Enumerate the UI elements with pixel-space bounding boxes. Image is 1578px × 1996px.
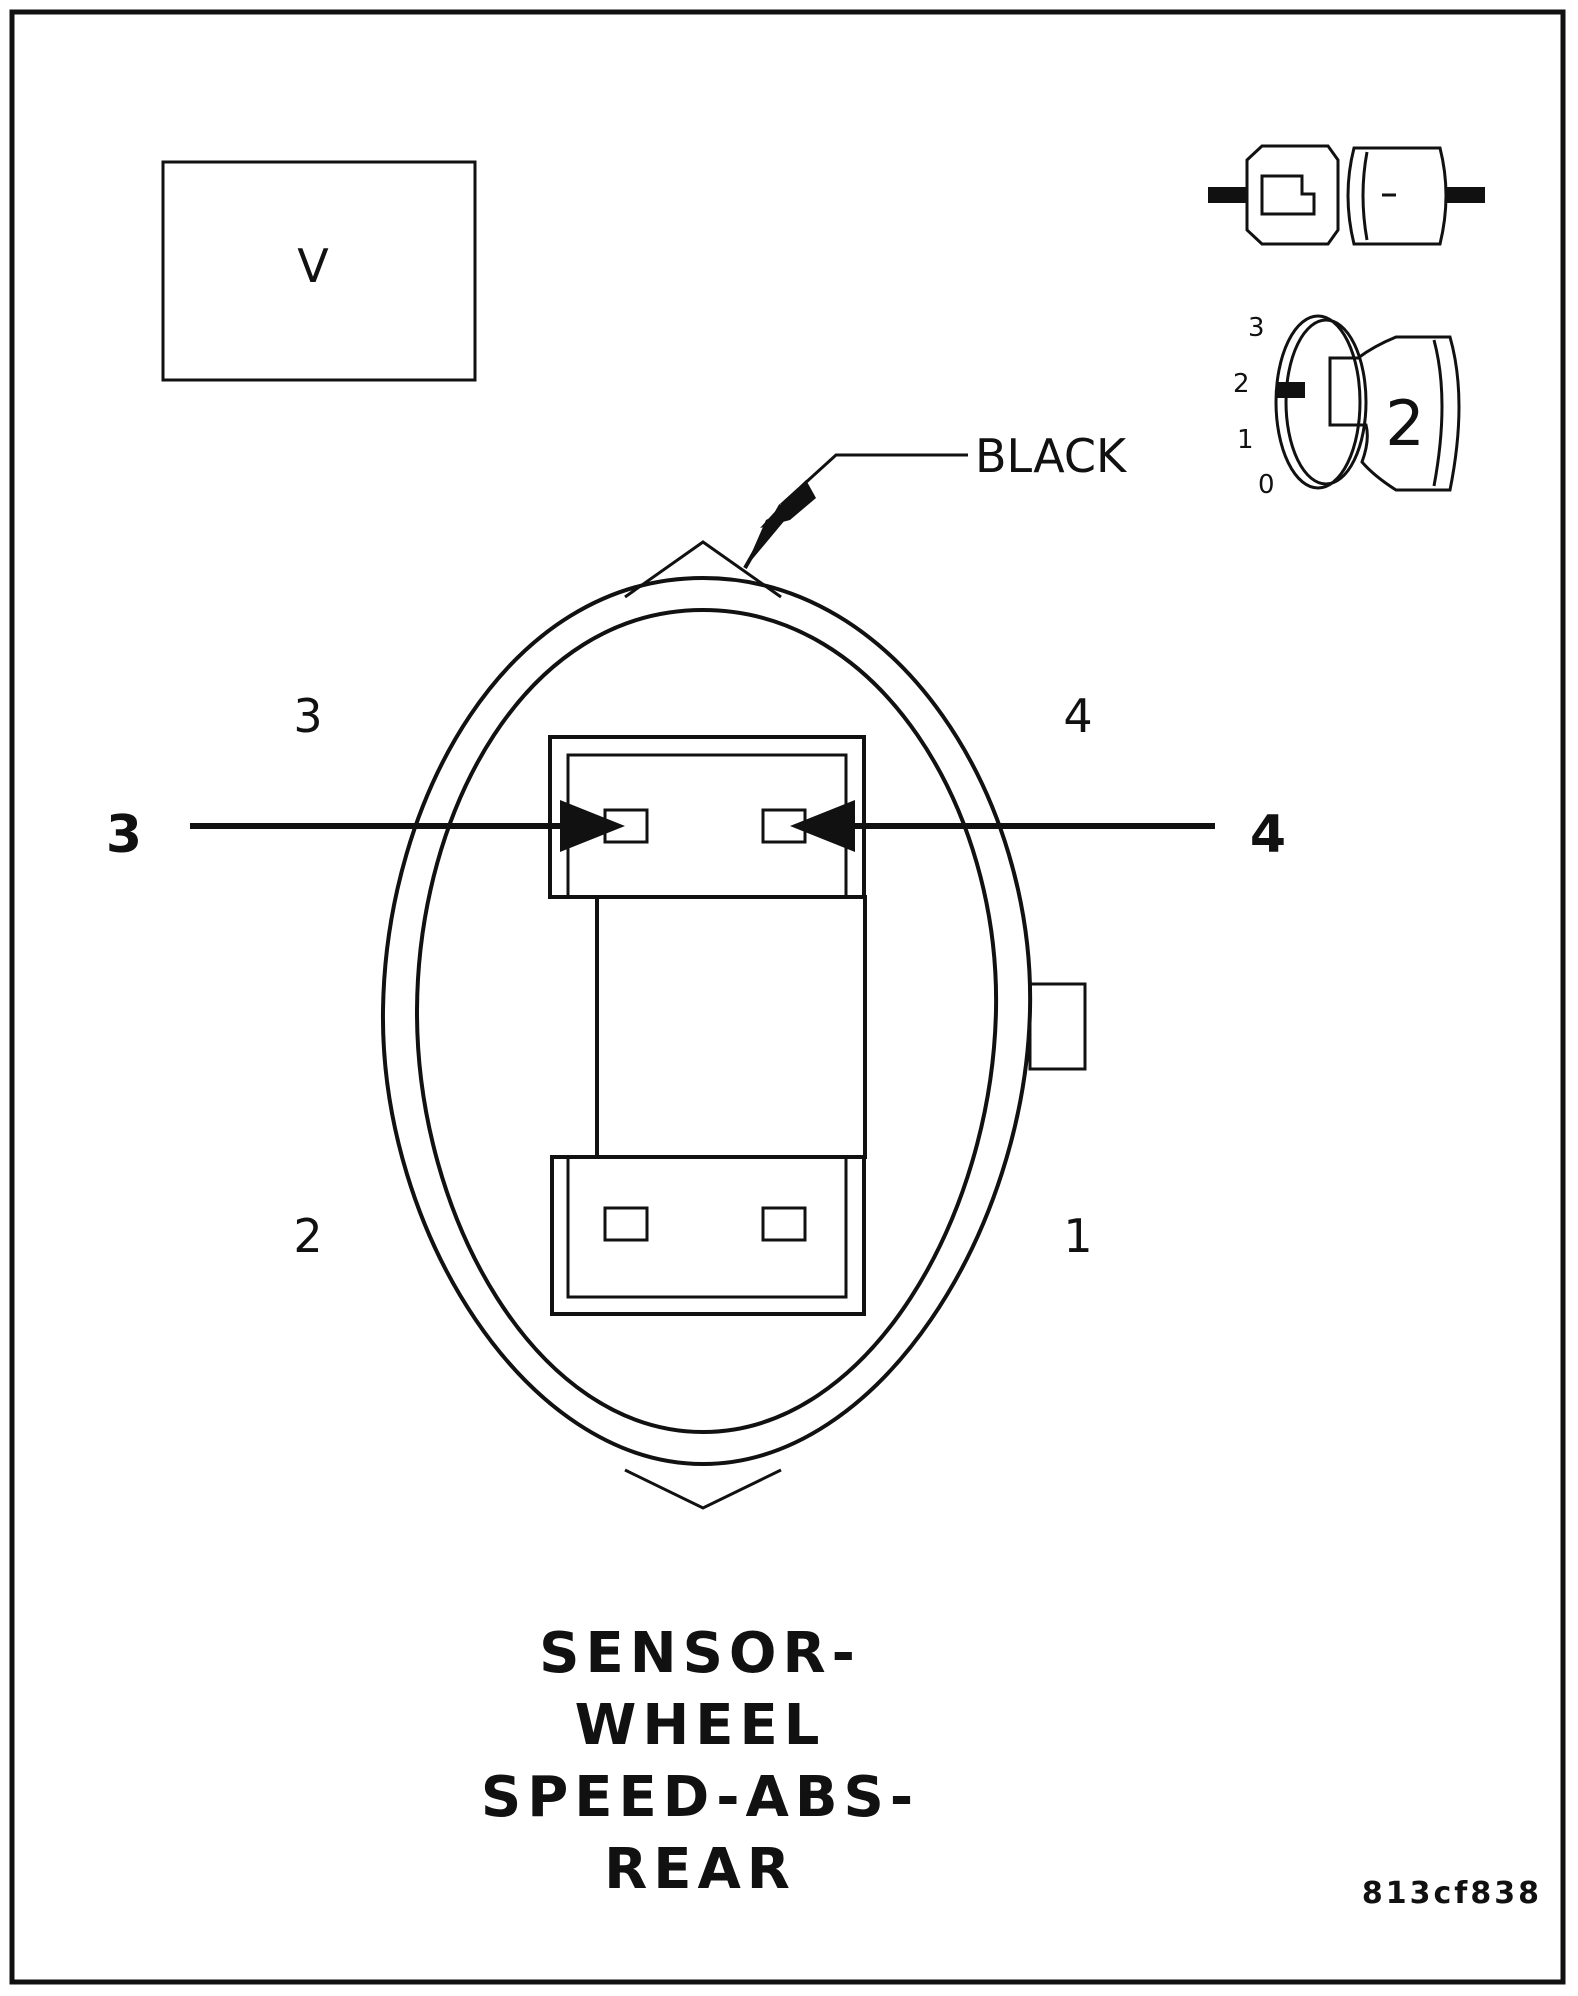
title-line-4: REAR <box>604 1837 796 1902</box>
scale-mark-2: 2 <box>1233 369 1250 399</box>
figure-code: 813cf838 <box>1362 1876 1542 1911</box>
inline-connector-icon <box>1208 144 1485 246</box>
title-line-1: SENSOR- <box>539 1621 861 1686</box>
scale-mark-1: 1 <box>1237 425 1254 455</box>
title-line-2: WHEEL <box>575 1693 826 1758</box>
page-frame <box>9 9 1566 1985</box>
cavity-number-bottom-left: 2 <box>293 1209 322 1263</box>
view-box-label: V <box>297 239 329 293</box>
scale-mark-0: 0 <box>1258 470 1275 500</box>
title-line-3: SPEED-ABS- <box>481 1765 919 1830</box>
callout-left-label: 3 <box>106 805 142 865</box>
cavity-2-terminal <box>603 1206 649 1242</box>
scale-mark-3: 3 <box>1248 313 1265 343</box>
callout-left: 3 <box>106 800 625 865</box>
cavity-1-terminal <box>761 1206 807 1242</box>
cavity-number-bottom-right: 1 <box>1063 1209 1092 1263</box>
terminal-block <box>548 735 867 1316</box>
position-scale-icon: 3 2 1 0 2 <box>1233 313 1461 500</box>
locking-tab <box>1028 982 1087 1071</box>
position-key-label: 2 <box>1385 387 1424 460</box>
cavity-number-top-left: 3 <box>293 689 322 743</box>
callout-right-label: 4 <box>1250 805 1286 865</box>
view-box <box>161 160 477 382</box>
color-label: BLACK <box>975 429 1128 483</box>
cavity-number-top-right: 4 <box>1063 689 1092 743</box>
connector-housing <box>380 540 1087 1510</box>
callout-right: 4 <box>790 800 1286 865</box>
connector-title: SENSOR- WHEEL SPEED-ABS- REAR <box>481 1621 919 1902</box>
